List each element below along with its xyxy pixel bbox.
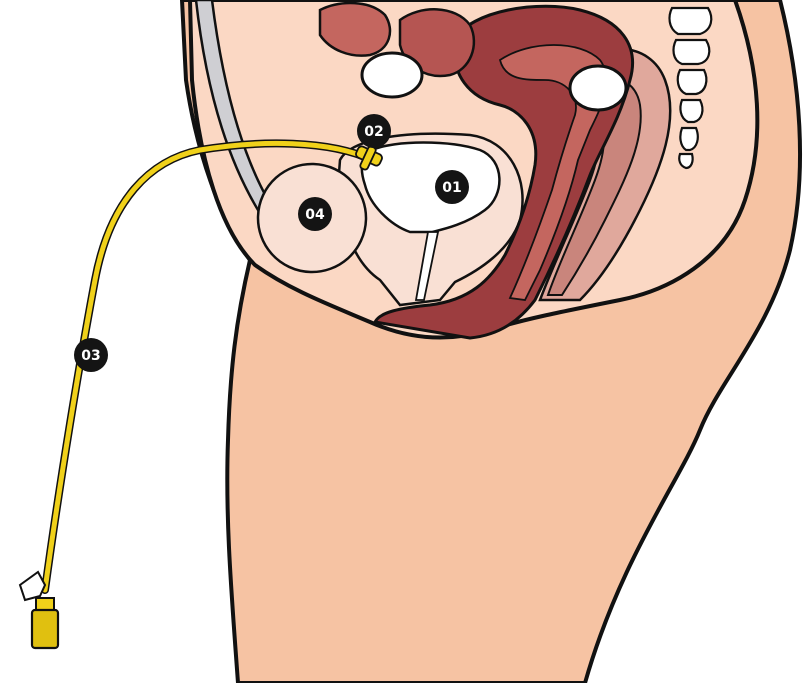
label-04: 04 — [298, 197, 332, 231]
svg-text:01: 01 — [442, 180, 461, 196]
label-01: 01 — [435, 170, 469, 204]
label-03: 03 — [74, 338, 108, 372]
svg-text:02: 02 — [364, 124, 383, 140]
sacral-bone — [570, 66, 626, 110]
pubic-bone — [362, 53, 422, 97]
label-02: 02 — [357, 114, 391, 148]
catheter-connector — [20, 572, 58, 648]
svg-text:03: 03 — [81, 348, 100, 364]
svg-text:04: 04 — [305, 207, 325, 223]
